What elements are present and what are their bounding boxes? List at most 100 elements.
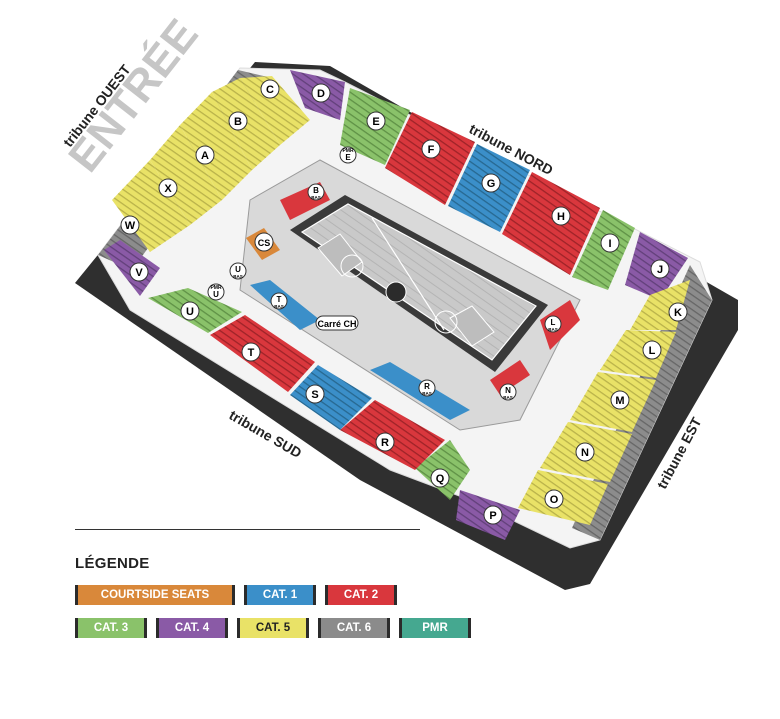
- section-marker-R[interactable]: R: [375, 432, 395, 452]
- svg-text:PMR: PMR: [342, 148, 354, 154]
- section-T-area[interactable]: [210, 315, 315, 392]
- section-I-area[interactable]: [572, 210, 635, 290]
- svg-text:E: E: [372, 116, 379, 128]
- svg-text:BAS: BAS: [548, 327, 558, 332]
- section-marker-F[interactable]: F: [421, 139, 441, 159]
- section-marker-D[interactable]: D: [311, 83, 331, 103]
- section-marker-Q[interactable]: Q: [430, 468, 450, 488]
- svg-text:M: M: [615, 395, 624, 407]
- svg-text:P: P: [489, 510, 496, 522]
- legend-chip-cat2: CAT. 2: [325, 585, 397, 605]
- svg-text:U: U: [213, 290, 219, 299]
- svg-text:BAS: BAS: [311, 195, 321, 200]
- court-midline: [371, 217, 445, 331]
- svg-text:C: C: [266, 84, 274, 96]
- svg-text:S: S: [311, 389, 318, 401]
- svg-text:CS: CS: [258, 238, 271, 248]
- section-markers: C B A X W V D E F G H I J K L M N O P Q …: [120, 79, 688, 525]
- svg-text:L: L: [649, 345, 656, 357]
- svg-text:T: T: [277, 295, 282, 304]
- section-marker-S[interactable]: S: [305, 384, 325, 404]
- section-A-area[interactable]: [180, 92, 252, 200]
- legend-chip-cat3: CAT. 3: [75, 618, 147, 638]
- svg-text:K: K: [674, 307, 682, 319]
- section-marker-CS[interactable]: CS: [254, 232, 274, 252]
- svg-text:H: H: [557, 211, 565, 223]
- svg-text:U: U: [186, 306, 194, 318]
- section-marker-H[interactable]: H: [551, 206, 571, 226]
- section-marker-M[interactable]: M: [610, 390, 630, 410]
- legend-row-2: CAT. 3 CAT. 4 CAT. 5 CAT. 6 PMR: [75, 618, 471, 638]
- svg-text:N: N: [505, 386, 511, 395]
- svg-text:W: W: [125, 220, 136, 232]
- section-marker-G[interactable]: G: [481, 173, 501, 193]
- lower-block-n-bas: [490, 360, 530, 395]
- section-S-area[interactable]: [290, 365, 372, 430]
- svg-text:BAS: BAS: [422, 391, 432, 396]
- section-marker-J[interactable]: J: [650, 259, 670, 279]
- svg-text:D: D: [317, 88, 325, 100]
- section-marker-X[interactable]: X: [158, 178, 178, 198]
- section-R-area[interactable]: [340, 400, 445, 470]
- section-W-area[interactable]: [112, 160, 190, 252]
- carre-ch-label: Carré CH: [317, 319, 356, 329]
- svg-text:F: F: [428, 144, 435, 156]
- legend-chip-courtside: COURTSIDE SEATS: [75, 585, 235, 605]
- svg-text:R: R: [424, 382, 430, 391]
- svg-text:B: B: [234, 116, 242, 128]
- svg-text:B: B: [313, 186, 319, 195]
- section-marker-N[interactable]: N: [575, 442, 595, 462]
- section-marker-I[interactable]: I: [600, 233, 620, 253]
- svg-text:J: J: [657, 264, 663, 276]
- section-marker-C[interactable]: C: [260, 79, 280, 99]
- court-center-circle: [385, 281, 407, 303]
- legend-divider: [75, 529, 420, 530]
- section-marker-O[interactable]: O: [544, 489, 564, 509]
- svg-text:O: O: [550, 494, 559, 506]
- court-circle-right: [434, 310, 458, 334]
- section-H-area[interactable]: [502, 172, 600, 275]
- legend-chip-cat5: CAT. 5: [237, 618, 309, 638]
- svg-text:BAS: BAS: [233, 274, 243, 279]
- section-marker-L[interactable]: L: [642, 340, 662, 360]
- section-C-area[interactable]: [240, 76, 310, 145]
- section-marker-B[interactable]: B: [228, 111, 248, 131]
- court-circle-left: [340, 254, 364, 278]
- legend-chip-cat6: CAT. 6: [318, 618, 390, 638]
- svg-text:N: N: [581, 447, 589, 459]
- legend-chip-cat1: CAT. 1: [244, 585, 316, 605]
- svg-text:E: E: [345, 153, 351, 162]
- legend-chip-cat4: CAT. 4: [156, 618, 228, 638]
- section-X-area[interactable]: [150, 125, 222, 225]
- section-marker-E[interactable]: E: [366, 111, 386, 131]
- carre-ch-marker[interactable]: Carré CH: [315, 315, 359, 331]
- section-F-area[interactable]: [385, 112, 475, 205]
- svg-text:I: I: [608, 238, 611, 250]
- section-marker-P[interactable]: P: [483, 505, 503, 525]
- section-marker-U[interactable]: U: [180, 301, 200, 321]
- legend-chip-pmr: PMR: [399, 618, 471, 638]
- section-marker-A[interactable]: A: [195, 145, 215, 165]
- section-marker-W[interactable]: W: [120, 215, 140, 235]
- section-marker-V[interactable]: V: [129, 262, 149, 282]
- section-marker-T[interactable]: T: [241, 342, 261, 362]
- svg-text:PMR: PMR: [210, 285, 222, 291]
- svg-text:A: A: [201, 150, 209, 162]
- svg-text:U: U: [235, 265, 241, 274]
- legend-row-1: COURTSIDE SEATS CAT. 1 CAT. 2: [75, 585, 397, 605]
- svg-text:T: T: [248, 347, 255, 359]
- section-marker-K[interactable]: K: [668, 302, 688, 322]
- svg-text:X: X: [164, 183, 172, 195]
- court-key-right: [449, 305, 495, 347]
